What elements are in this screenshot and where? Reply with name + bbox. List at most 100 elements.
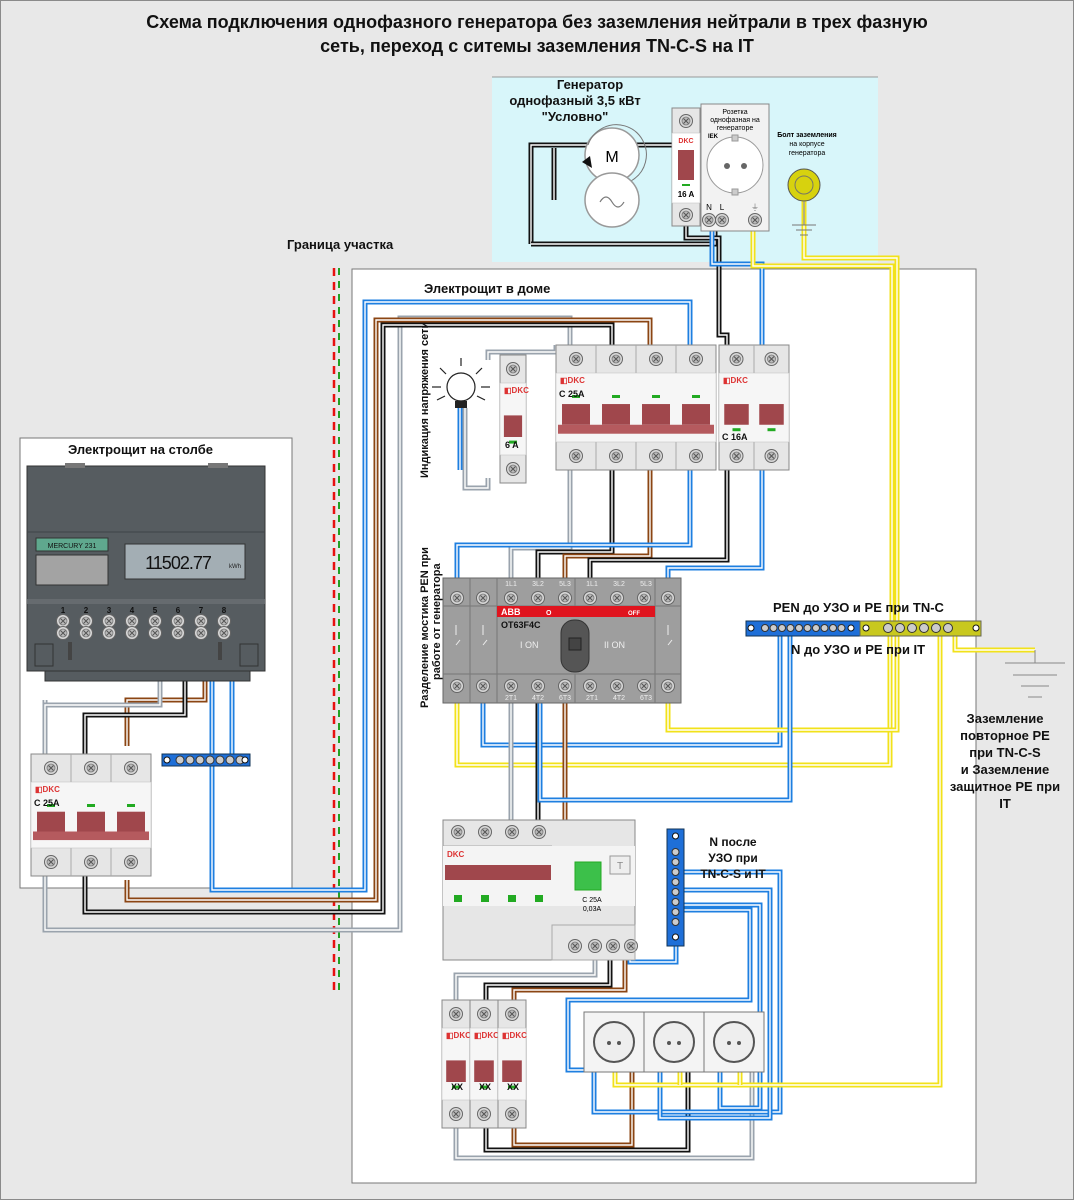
wire-mb-sw-l2-core — [537, 470, 613, 578]
socket — [703, 1011, 765, 1073]
neutral-bus-bar — [666, 828, 685, 947]
terminal-screw — [624, 939, 638, 953]
bus-hole — [672, 832, 679, 840]
wire-gb-sw-core — [589, 470, 728, 578]
status-indicator — [454, 895, 462, 902]
bus-screw — [671, 858, 680, 866]
wire-meter-l3-core — [126, 680, 206, 746]
socket-pin — [737, 1041, 741, 1045]
bus-hole — [847, 624, 855, 632]
meter-terminal-number: 6 — [176, 606, 181, 615]
meter-unit: kWh — [229, 564, 241, 570]
breaker-rating: 6 A — [505, 440, 519, 450]
bus-screw — [883, 623, 893, 633]
terminal-screw — [610, 591, 624, 605]
wire-meter-l2b-core — [84, 680, 186, 746]
house-panel-title: Электрощит в доме — [424, 281, 551, 296]
socket-pin — [617, 1041, 621, 1045]
switch-terminal-bottom: 4T2 — [613, 695, 625, 702]
terminal-screw — [568, 939, 582, 953]
wire-pe-sockets-core — [614, 636, 941, 1086]
wire-sw-n-core — [482, 636, 781, 746]
breaker-handle — [77, 811, 105, 832]
bus-screw — [829, 624, 837, 632]
generator-socket: Розетка однофазная на генераторе IEK N L… — [700, 103, 770, 232]
socket-pin — [667, 1041, 671, 1045]
terminal-screw — [171, 626, 185, 640]
status-indicator — [508, 895, 516, 902]
pole-bus-bar — [161, 753, 251, 767]
bus-screw — [837, 624, 846, 632]
rotation-arrow-icon — [582, 156, 592, 168]
wire-b3-s1-core — [513, 1072, 633, 1146]
wire-feed-n-core — [211, 301, 691, 891]
wires — [42, 142, 1035, 1161]
bus-screw — [778, 624, 786, 632]
terminal-screw — [171, 614, 185, 628]
terminal-screw — [56, 626, 70, 640]
boundary-label: Граница участка — [287, 237, 394, 252]
terminal-screw — [505, 1007, 519, 1021]
breaker-rating: C 25A — [34, 798, 60, 808]
bus-screw — [195, 755, 205, 765]
title-line-2: сеть, переход с ситемы заземления TN-C-S… — [320, 36, 754, 56]
status-indicator — [480, 1085, 488, 1089]
bus-screw — [919, 623, 929, 633]
terminal-screw — [450, 591, 464, 605]
breaker-handle — [682, 404, 710, 425]
breaker-rating: XX — [507, 1082, 519, 1092]
breaker-tie-bar — [558, 424, 714, 434]
meter-terminal-number: 8 — [222, 606, 227, 615]
house-bus-bar — [745, 620, 982, 637]
terminal-screw — [729, 449, 744, 463]
bus-screw — [671, 908, 680, 916]
svg-text:Болт заземления: Болт заземления — [777, 132, 837, 139]
terminal-screw — [558, 591, 572, 605]
wire-n-s1-core — [593, 871, 781, 1113]
generator-breaker-rating: 16 A — [678, 190, 695, 199]
terminal-screw — [194, 614, 208, 628]
meter-reading: 11502.77 — [145, 553, 212, 573]
svg-text:0,03A: 0,03A — [583, 906, 602, 913]
rcbo-test-button[interactable]: T — [617, 861, 623, 872]
terminal-screw — [102, 626, 116, 640]
status-indicator — [481, 895, 489, 902]
terminal-screw — [504, 591, 518, 605]
terminal-screw — [124, 761, 138, 775]
breaker-rating: XX — [479, 1082, 491, 1092]
bus-screw — [812, 624, 820, 632]
terminal-screw — [532, 825, 546, 839]
terminal-screw — [449, 1107, 463, 1121]
breaker-brand: ◧DKC — [446, 1031, 471, 1040]
bus-screw — [671, 868, 680, 876]
terminal-screw — [606, 939, 620, 953]
status-indicator — [87, 804, 95, 807]
terminal-screw — [44, 761, 58, 775]
breaker-handle — [117, 811, 145, 832]
terminal-screw — [476, 679, 490, 693]
wire-pe-earth-core — [954, 636, 1035, 651]
socket-face — [713, 1021, 755, 1063]
bus-screw — [205, 755, 215, 765]
status-indicator — [452, 1085, 460, 1089]
switch-brand: ABB — [501, 607, 521, 617]
terminal-screw — [84, 761, 98, 775]
terminal-screw — [531, 679, 545, 693]
switch-terminal-bottom: 4T2 — [532, 695, 544, 702]
svg-text:C 25A: C 25A — [582, 897, 602, 904]
socket — [643, 1011, 705, 1073]
switch-terminal-top: 3L2 — [532, 581, 544, 588]
status-indicator — [508, 1085, 516, 1089]
bus-screw — [671, 918, 680, 926]
generator-breaker-brand: DKC — [678, 138, 693, 145]
bus-screw — [761, 624, 769, 632]
bus-screw — [907, 623, 917, 633]
svg-text:OFF: OFF — [628, 611, 640, 617]
title-line-1: Схема подключения однофазного генератора… — [146, 12, 928, 32]
wire-n-s2-core — [659, 889, 771, 1119]
breaker-handle — [724, 404, 749, 425]
